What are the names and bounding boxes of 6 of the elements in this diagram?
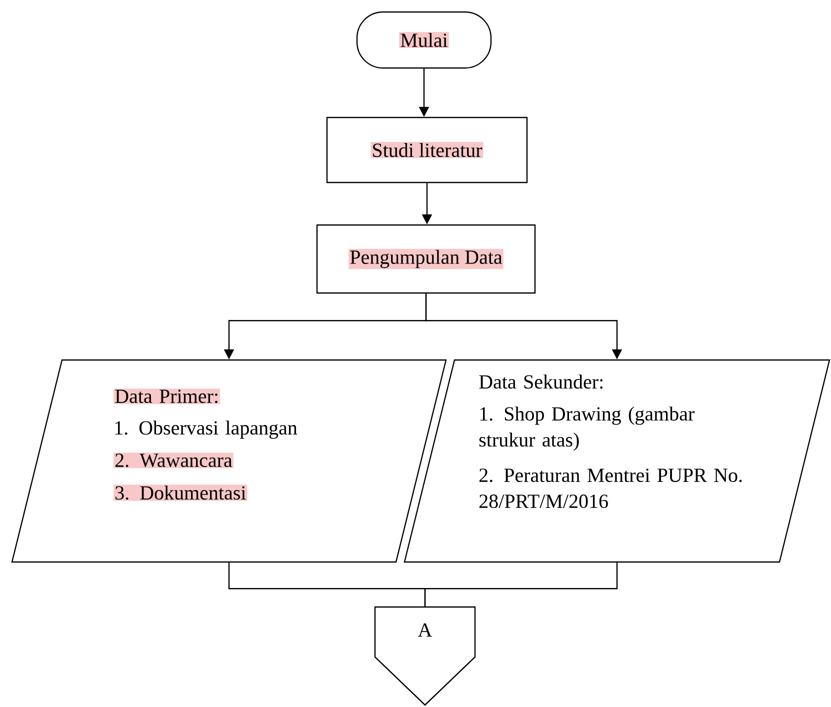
off-page-connector: A: [374, 606, 476, 706]
start-terminal: Mulai: [356, 11, 492, 69]
process-box: Studi literatur: [326, 116, 528, 184]
data-parallelogram: Data Sekunder: 1. Shop Drawing (gambar strukur atas) 2. Peraturan Mentrei PUPR No. 28/PRT/M/2016: [404, 359, 830, 563]
data-parallelogram: Data Primer: 1. Observasi lapangan 2. Wawancara 3. Dokumentasi: [11, 359, 447, 563]
process-box: Pengumpulan Data: [316, 224, 536, 294]
